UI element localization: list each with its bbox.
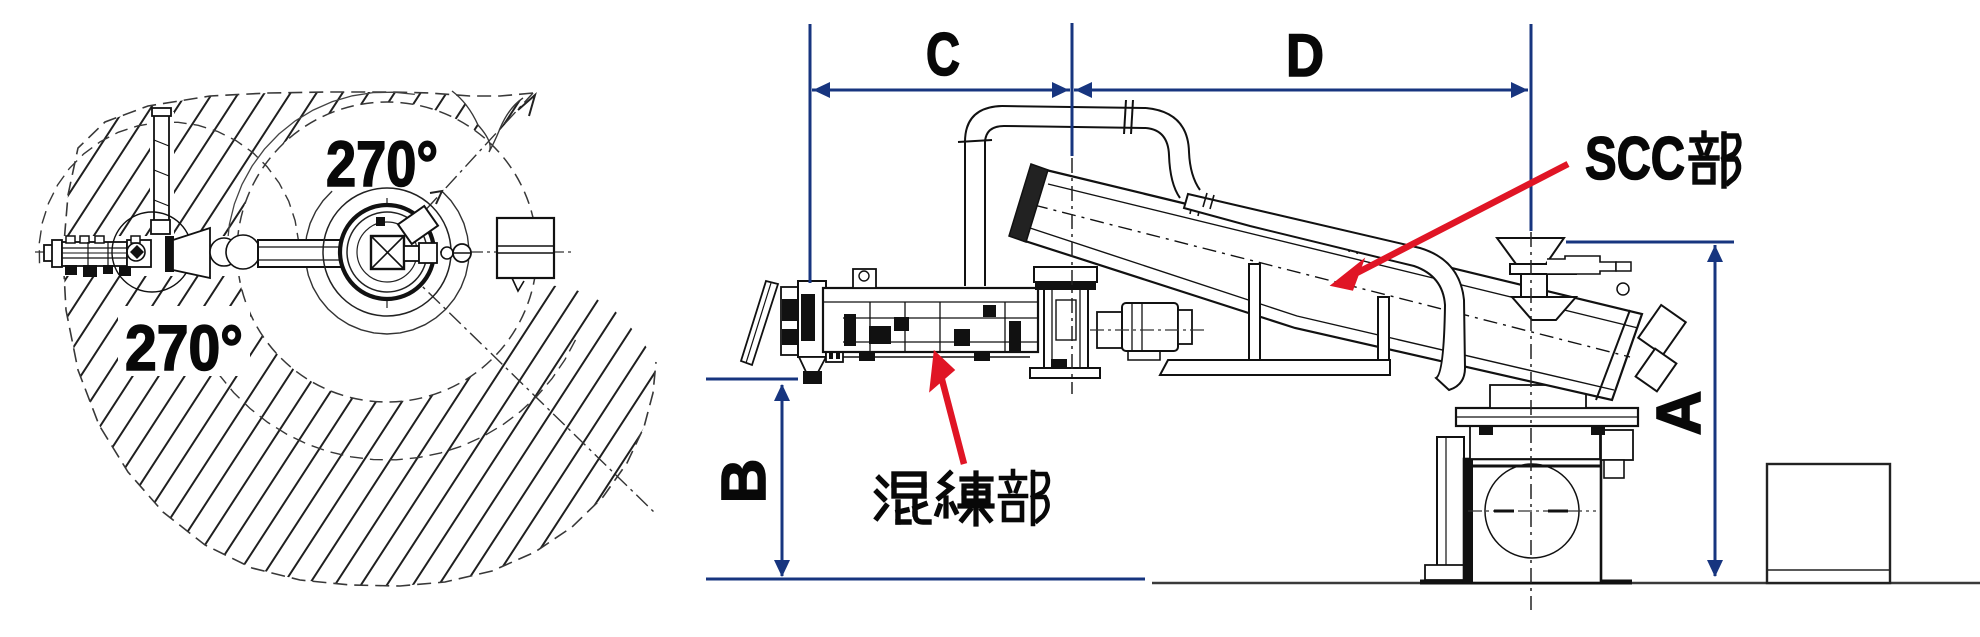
svg-text:C: C [926,21,960,88]
svg-text:A: A [1645,391,1714,436]
svg-text:B: B [710,459,779,504]
svg-text:SCC: SCC [1585,125,1685,192]
svg-text:270°: 270° [125,312,243,384]
svg-text:270°: 270° [326,128,438,200]
svg-text:D: D [1286,22,1324,89]
